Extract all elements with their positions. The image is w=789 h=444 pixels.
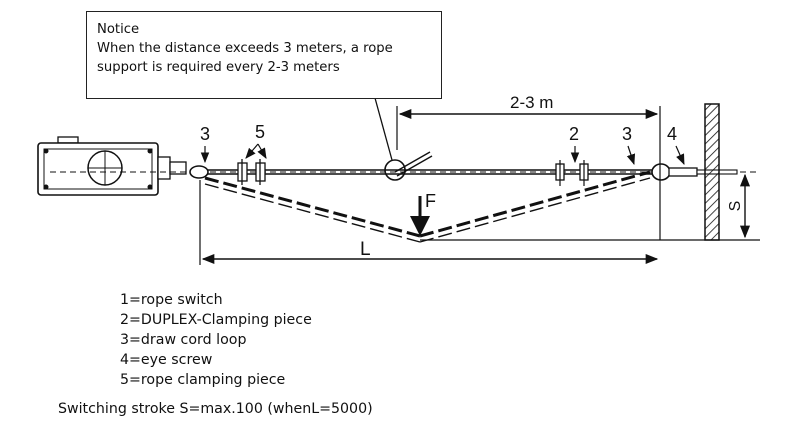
- label-force: F: [425, 191, 436, 211]
- label-3-right: 3: [622, 124, 632, 144]
- legend: 1=rope switch 2=DUPLEX-Clamping piece 3=…: [120, 290, 312, 390]
- pointer-5b: [257, 143, 267, 159]
- legend-item: 3=draw cord loop: [120, 332, 247, 348]
- switching-stroke-note: Switching stroke S=max.100 (whenL=5000): [58, 401, 373, 417]
- label-4: 4: [667, 124, 677, 144]
- force-arrow: [410, 196, 430, 236]
- rope-clamping-piece: [237, 159, 266, 185]
- wall: [704, 103, 720, 241]
- deflected-rope: [204, 170, 651, 243]
- eye-screw: [668, 167, 738, 177]
- notice-title: Notice: [97, 22, 140, 37]
- label-3-left: 3: [200, 124, 210, 144]
- distance-dimension: [396, 106, 661, 240]
- rope-switch-housing: [37, 136, 187, 196]
- pointer-4: [675, 145, 685, 165]
- duplex-clamping-piece: [555, 160, 589, 186]
- rope-support: [384, 151, 433, 181]
- legend-item: 2=DUPLEX-Clamping piece: [120, 312, 312, 328]
- label-stroke: S: [727, 201, 744, 212]
- pointer-5: [245, 143, 259, 159]
- draw-cord-loop-right: [651, 163, 671, 181]
- pointer-3-right: [626, 145, 636, 166]
- legend-item: 4=eye screw: [120, 352, 213, 368]
- notice-box: Notice When the distance exceeds 3 meter…: [86, 11, 442, 99]
- length-dimension: [199, 180, 760, 265]
- label-2: 2: [569, 124, 579, 144]
- label-distance: 2-3 m: [510, 93, 553, 112]
- legend-item: 5=rope clamping piece: [120, 372, 286, 388]
- label-length: L: [360, 239, 371, 260]
- notice-text: When the distance exceeds 3 meters, a ro…: [97, 41, 393, 75]
- draw-cord-loop-left: [189, 165, 209, 179]
- label-5: 5: [255, 122, 265, 142]
- legend-item: 1=rope switch: [120, 292, 223, 308]
- notice-pointer: [374, 97, 393, 161]
